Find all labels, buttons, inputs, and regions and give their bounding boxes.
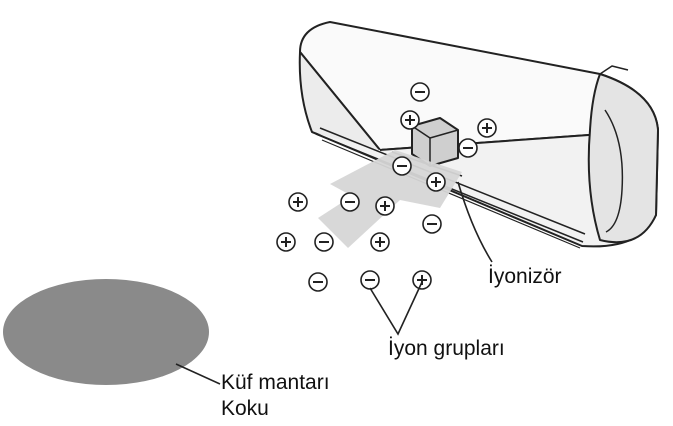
ionizer-leader-line bbox=[457, 181, 493, 263]
minus-ion-icon bbox=[308, 272, 328, 292]
plus-ion-icon bbox=[370, 232, 390, 252]
plus-ion-icon bbox=[426, 172, 446, 192]
minus-ion-icon bbox=[314, 232, 334, 252]
mold-leader-line bbox=[175, 363, 221, 385]
minus-ion-icon bbox=[458, 138, 478, 158]
ion-group bbox=[276, 82, 497, 292]
plus-ion-icon bbox=[288, 192, 308, 212]
ionizer-label: İyonizör bbox=[488, 265, 562, 288]
ion-groups-leader-line bbox=[369, 281, 423, 336]
plus-ion-icon bbox=[412, 270, 432, 290]
mold-label: Küf mantarı bbox=[221, 371, 330, 394]
minus-ion-icon bbox=[340, 192, 360, 212]
plus-ion-icon bbox=[400, 110, 420, 130]
ion-groups-label: İyon grupları bbox=[388, 337, 505, 360]
minus-ion-icon bbox=[392, 156, 412, 176]
plus-ion-icon bbox=[276, 232, 296, 252]
odor-label: Koku bbox=[221, 397, 269, 420]
minus-ion-icon bbox=[410, 82, 430, 102]
plus-ion-icon bbox=[375, 196, 395, 216]
minus-ion-icon bbox=[422, 214, 442, 234]
mold-spot bbox=[3, 279, 209, 385]
plus-ion-icon bbox=[477, 118, 497, 138]
minus-ion-icon bbox=[360, 270, 380, 290]
